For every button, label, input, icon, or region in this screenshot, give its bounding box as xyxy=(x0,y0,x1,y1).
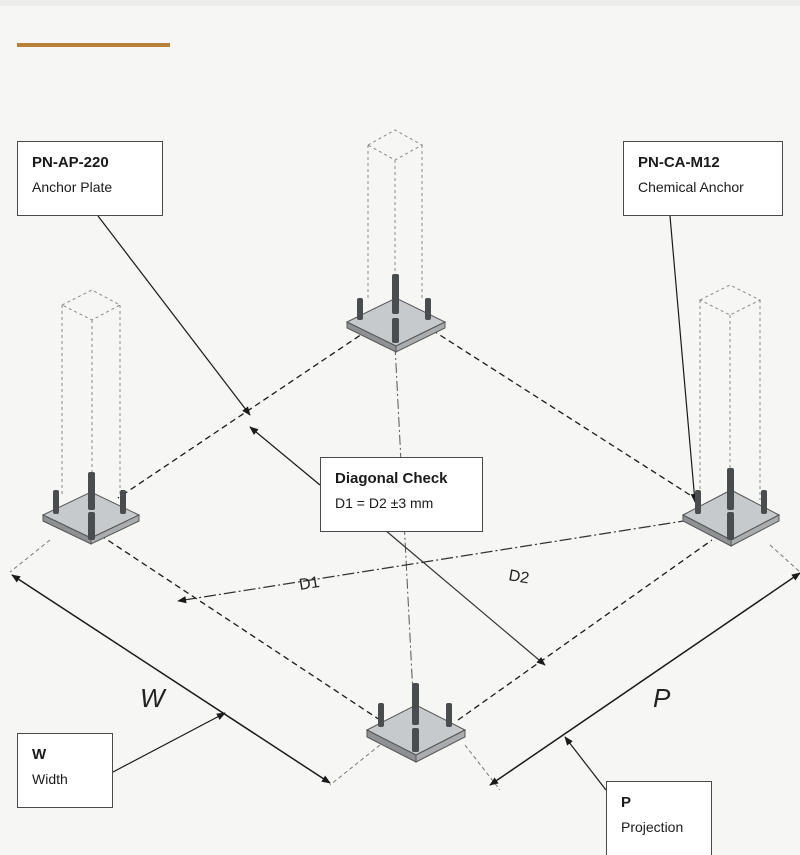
dimension-label-p: P xyxy=(653,683,671,713)
width-label: Width xyxy=(32,771,68,787)
chemical-anchor-code: PN-CA-M12 xyxy=(638,154,720,171)
extension-lines xyxy=(9,539,800,791)
callout-diagonal-check: Diagonal Check D1 = D2 ±3 mm xyxy=(320,457,483,532)
anchor-plate-code: PN-AP-220 xyxy=(32,154,109,171)
accent-rule xyxy=(17,43,170,47)
width-dimension-line xyxy=(11,574,331,784)
dimension-label-d2: D2 xyxy=(507,567,530,587)
top-strip xyxy=(0,0,800,6)
leader-width xyxy=(112,712,226,773)
leader-anchor-plate xyxy=(97,215,251,416)
chemical-anchor-label: Chemical Anchor xyxy=(638,179,744,195)
anchor-plate-back xyxy=(345,274,447,353)
leader-projection xyxy=(564,736,607,791)
callout-projection: P Projection xyxy=(606,781,712,855)
diagonal-check-rule: D1 = D2 ±3 mm xyxy=(335,495,434,511)
diagonal-d1-line xyxy=(177,519,691,604)
anchor-plate-left xyxy=(41,472,141,545)
width-code: W xyxy=(32,746,47,763)
ghost-post-back xyxy=(366,129,424,315)
diagonal-d2-line xyxy=(384,529,546,666)
leader-diagonal xyxy=(249,426,321,486)
callout-anchor-plate: PN-AP-220 Anchor Plate xyxy=(17,141,163,216)
anchor-plate-front xyxy=(365,683,467,763)
diagonal-check-title: Diagonal Check xyxy=(335,470,448,487)
projection-dimension-line xyxy=(489,572,800,786)
diagonal-lines xyxy=(177,519,691,666)
ghost-post-right xyxy=(698,284,762,515)
leader-chemical-anchor xyxy=(669,215,698,503)
callout-width: W Width xyxy=(17,733,113,808)
projection-label: Projection xyxy=(621,819,684,835)
callout-chemical-anchor: PN-CA-M12 Chemical Anchor xyxy=(623,141,783,216)
anchor-plate-right xyxy=(681,468,781,547)
leader-lines xyxy=(97,215,698,791)
dimension-label-d1: D1 xyxy=(298,574,321,594)
dimension-label-w: W xyxy=(140,683,167,713)
projection-code: P xyxy=(621,794,632,811)
anchor-plate-label: Anchor Plate xyxy=(32,179,113,195)
